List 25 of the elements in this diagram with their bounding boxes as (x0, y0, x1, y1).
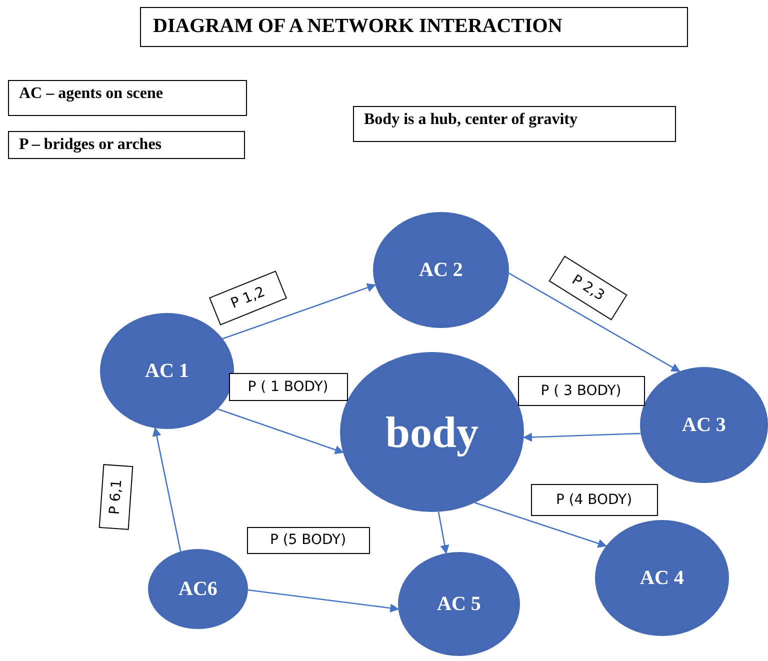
arrow (248, 589, 400, 613)
agent-ellipse: AC6 (148, 549, 248, 629)
arrow (222, 283, 376, 340)
arrow (217, 408, 344, 454)
arrow (508, 272, 680, 372)
agent-ellipse: AC 5 (398, 552, 520, 656)
edge-label: P (4 BODY) (530, 484, 658, 516)
arrow (152, 427, 182, 552)
edge-label: P 6,1 (98, 464, 134, 530)
edge-label: P ( 3 BODY) (518, 376, 644, 406)
arrow (474, 502, 607, 548)
arrow (438, 512, 450, 554)
arrow (522, 432, 641, 442)
agent-ellipse: AC 3 (640, 367, 768, 483)
note-box: AC – agents on scene (8, 80, 247, 116)
edge-label: P (5 BODY) (246, 526, 370, 554)
agent-ellipse: AC 4 (595, 520, 729, 636)
note-box: P – bridges or arches (8, 131, 245, 159)
agent-ellipse: AC 2 (373, 212, 509, 328)
edge-label: P ( 1 BODY) (228, 373, 348, 401)
edge-label: P 2,3 (548, 256, 628, 320)
hub-ellipse: body (340, 352, 524, 512)
note-box: Body is a hub, center of gravity (353, 106, 676, 142)
title: DIAGRAM OF A NETWORK INTERACTION (140, 7, 688, 47)
agent-ellipse: AC 1 (100, 313, 234, 429)
